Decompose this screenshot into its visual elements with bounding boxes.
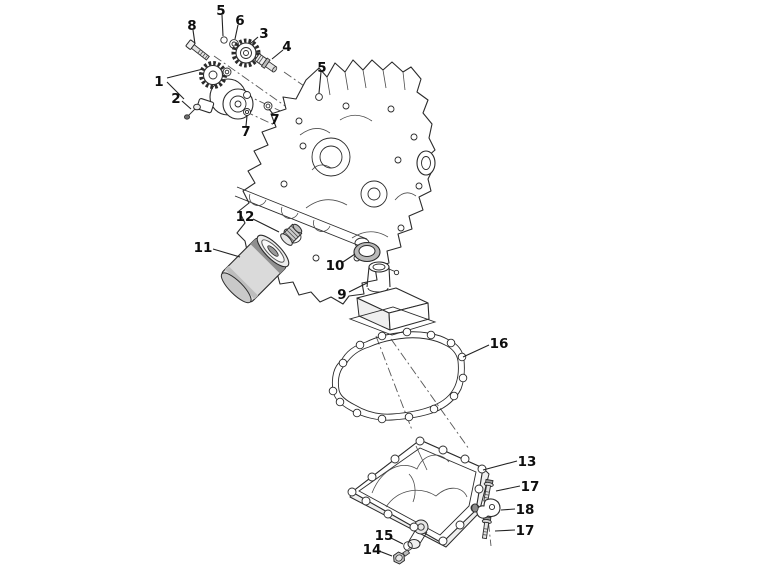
callout-17-pan-bolt: 17 [494, 523, 535, 539]
callout-leader-line [390, 537, 404, 545]
callout-number: 6 [235, 13, 244, 29]
crankcase-parting-flange [234, 186, 368, 249]
callout-leader-line [249, 36, 259, 45]
callout-10-strainer-seal-ring: 10 [326, 253, 356, 274]
callout-number: 15 [375, 528, 394, 544]
drain-spout [407, 530, 428, 549]
callout-12-filter-union-bolt: 12 [236, 209, 280, 233]
callout-5-o-ring: 5 [317, 60, 327, 94]
callout-leader-line [378, 550, 393, 557]
callout-18-clamp-holder: 18 [500, 502, 535, 518]
callout-5-o-ring: 5 [216, 3, 226, 37]
oil-filter [220, 234, 290, 304]
callout-leader-line [245, 115, 248, 127]
callout-leader-line [181, 100, 192, 110]
callout-leader-line [252, 218, 280, 233]
callout-number: 5 [216, 3, 225, 19]
callout-number: 17 [521, 479, 540, 495]
callout-number: 12 [236, 209, 255, 225]
callout-leader-line [500, 508, 516, 511]
callout-leader-line [348, 282, 368, 293]
callout-leader-line [342, 253, 356, 263]
callout-13-oil-pan: 13 [482, 454, 537, 471]
clamp-holder [471, 498, 501, 519]
callout-number: 4 [282, 39, 291, 55]
callout-leader-line [318, 71, 322, 94]
oil-strainer [348, 261, 437, 336]
gasket-bolt-holes [328, 327, 468, 424]
dowel-pin-lower [243, 108, 251, 116]
callout-leader-line [495, 485, 521, 492]
callout-number: 5 [317, 60, 326, 76]
callout-leader-line [268, 108, 274, 115]
callout-leader-line [271, 49, 284, 60]
callout-number: 7 [270, 112, 279, 128]
oil-pump-assembly [183, 61, 254, 120]
callout-number: 7 [241, 124, 250, 140]
callout-leader-line [221, 14, 224, 37]
strainer-seal-ring [353, 241, 381, 263]
callout-7-dowel-pin: 7 [241, 115, 251, 140]
callout-leader-line [494, 529, 516, 532]
pump-mount-bolt [185, 39, 210, 61]
oil-pan [347, 436, 490, 549]
callout-7-dowel-pin: 7 [268, 108, 280, 128]
callout-number: 14 [363, 542, 382, 558]
callout-leader-line [482, 460, 518, 471]
callout-4-pump-shaft: 4 [271, 39, 292, 60]
callout-number: 17 [516, 523, 535, 539]
callout-leader-line [212, 248, 241, 258]
callout-17-pan-bolt: 17 [495, 479, 540, 495]
callout-leader-line [166, 81, 185, 100]
callout-number: 13 [518, 454, 537, 470]
pump-shaft [254, 53, 278, 73]
callout-3-pump-drive-gear: 3 [249, 26, 269, 45]
o-ring-case [315, 93, 323, 101]
oil-pan-gasket [328, 327, 468, 424]
callout-leader-line [234, 24, 239, 40]
pump-screw [183, 103, 201, 120]
callout-number: 1 [154, 74, 163, 90]
callout-1-oil-pump-assembly: 1 [154, 68, 204, 100]
callout-leader-line [462, 344, 490, 358]
pump-drive-gear [231, 38, 261, 68]
callout-6-washer: 6 [234, 13, 245, 40]
callout-15-drain-washer: 15 [375, 528, 404, 545]
crankcase-fins [299, 69, 417, 239]
callout-number: 9 [337, 287, 346, 303]
callout-2-pump-screw: 2 [171, 91, 192, 110]
callout-number: 10 [326, 258, 345, 274]
dowel-pin-upper [263, 101, 273, 111]
callout-number: 18 [516, 502, 535, 518]
filter-union-bolt [280, 223, 303, 246]
callout-number: 11 [194, 240, 213, 256]
callout-leader-line [192, 29, 196, 45]
o-ring-top [220, 36, 228, 44]
callout-14-drain-bolt: 14 [363, 542, 393, 558]
callout-11-oil-filter: 11 [194, 240, 241, 258]
callout-9-oil-strainer: 9 [337, 282, 368, 303]
callout-number: 8 [187, 18, 196, 34]
pan-interior-contours [371, 445, 468, 508]
callout-16-oil-pan-gasket: 16 [462, 336, 509, 358]
callout-number: 2 [171, 91, 180, 107]
pan-bolt-upper [483, 478, 494, 503]
callout-number: 16 [490, 336, 509, 352]
drain-bolt [393, 549, 411, 565]
callout-8-pump-mount-bolt: 8 [187, 18, 197, 45]
callout-leader-line [166, 68, 204, 79]
callout-number: 3 [259, 26, 268, 42]
pan-bolt-bosses [347, 436, 487, 546]
